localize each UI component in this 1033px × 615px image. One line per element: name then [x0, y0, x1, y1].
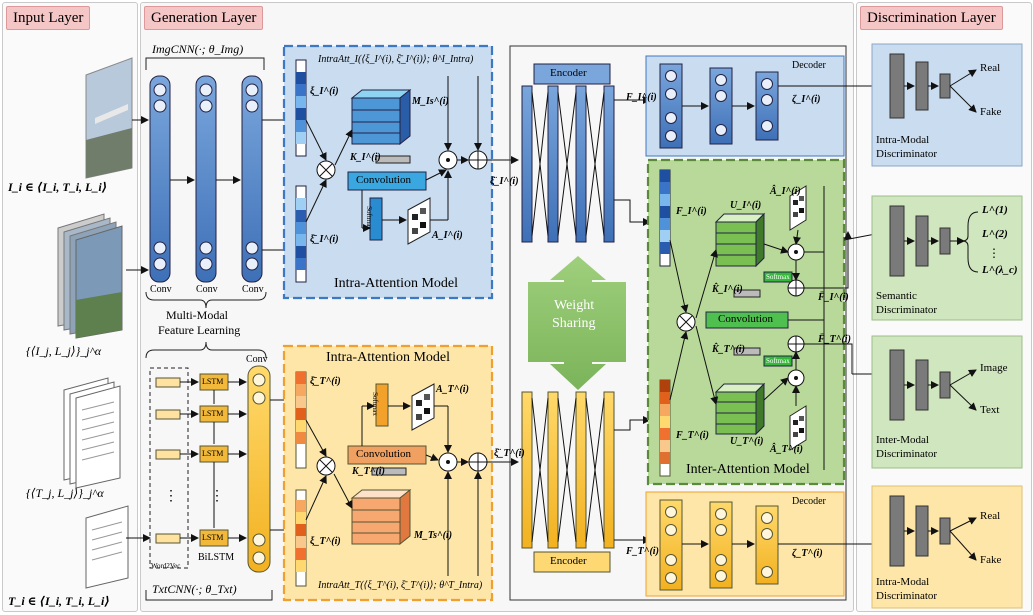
lstm-label-1: LSTM — [202, 377, 223, 386]
word2vec-vectors — [156, 378, 180, 543]
disc-text: Text — [980, 404, 999, 416]
ellipsis-2: ⋮ — [210, 488, 224, 505]
intra-img-out: ξ̈_I^(i) — [490, 176, 519, 187]
disc-intra-top-line2: Discriminator — [876, 148, 937, 160]
disc-inter-line2: Discriminator — [876, 448, 937, 460]
input-image-set — [58, 214, 122, 338]
disc-L-dots: ⋮ — [988, 246, 1000, 261]
intra-img-cube — [352, 90, 410, 144]
lstm-label-2: LSTM — [202, 409, 223, 418]
disc-intra-bottom-line2: Discriminator — [876, 590, 937, 602]
disc-real-top: Real — [980, 62, 1000, 74]
disc-L2: L^(2) — [982, 228, 1008, 240]
inter-softmax-bottom-text: Softmax — [766, 357, 790, 365]
intra-img-M: M_Is^(i) — [412, 96, 449, 107]
inter-A-I: Â_I^(i) — [770, 186, 801, 197]
inter-model-label: Inter-Attention Model — [686, 462, 810, 478]
intra-txt-softmax-text: Softmax — [371, 392, 379, 416]
inter-U-T: U_T^(i) — [730, 436, 763, 447]
word2vec-label: Word2Vec — [151, 562, 180, 570]
inter-cube-bottom — [716, 384, 764, 434]
inter-K-T: K̂_T^(i) — [712, 344, 745, 355]
encoder-top — [522, 64, 650, 242]
inter-F-I-out: F̈_I^(i) — [818, 292, 849, 303]
decoder-top-zeta: ζ_I^(i) — [792, 94, 820, 105]
inter-F-T-out: F̈_T^(i) — [818, 334, 851, 345]
disc-intra-bottom-line1: Intra-Modal — [876, 576, 929, 588]
img-cnn — [126, 58, 292, 282]
input-text-set — [64, 378, 120, 488]
decoder-bottom-zeta: ζ_T^(i) — [792, 548, 823, 559]
sharing-label: Sharing — [552, 316, 596, 332]
intra-txt-out: ξ̈_T^(i) — [494, 448, 525, 459]
disc-semantic-line2: Discriminator — [876, 304, 937, 316]
encoder-top-label: Encoder — [550, 67, 587, 79]
intra-txt-formula: IntraAtt_T(⟨ξ_T^(i), ξ̄_T^(i)⟩; θ^T_Intr… — [318, 580, 482, 591]
inter-U-I: U_I^(i) — [730, 200, 761, 211]
disc-fake-top: Fake — [980, 106, 1001, 118]
text-set-label: {⟨T_j, L_j⟩}_j^α — [26, 486, 104, 501]
encoder-bottom-label: Encoder — [550, 555, 587, 567]
inter-convolution-text: Convolution — [718, 313, 773, 325]
txt-cnn-label: TxtCNN(·; θ_Txt) — [152, 582, 237, 597]
input-image-airplane — [86, 58, 132, 178]
intra-img-A: A_I^(i) — [432, 230, 463, 241]
disc-real-bottom: Real — [980, 510, 1000, 522]
decoder-top-F: F_I^(i) — [626, 92, 657, 103]
decoder-bottom-label: Decoder — [792, 496, 826, 507]
intra-img-model-label: Intra-Attention Model — [334, 276, 458, 292]
inter-cube-top — [716, 214, 764, 266]
decoder-top-label: Decoder — [792, 60, 826, 71]
bilstm — [126, 374, 246, 546]
text-query-label: T_i ∈ ⟨I_i, T_i, L_i⟩ — [8, 594, 110, 609]
disc-inter-line1: Inter-Modal — [876, 434, 929, 446]
disc-semantic-line1: Semantic — [876, 290, 917, 302]
img-cnn-label: ImgCNN(·; θ_Img) — [152, 42, 243, 57]
inter-F-T: F_T^(i) — [676, 430, 709, 441]
intra-img-K: K_I^(i) — [350, 152, 381, 163]
inter-F-I: F_I^(i) — [676, 206, 707, 217]
multimodal-label: Multi-Modal — [166, 308, 228, 323]
disc-L1: L^(1) — [982, 204, 1008, 216]
intra-img-xibar: ξ̄_I^(i) — [310, 234, 339, 245]
conv-label-2: Conv — [196, 284, 218, 295]
lstm-label-3: LSTM — [202, 449, 223, 458]
feature-learning-label: Feature Learning — [158, 323, 240, 338]
lstm-label-4: LSTM — [202, 533, 223, 542]
bilstm-label: BiLSTM — [198, 552, 234, 563]
intra-img-softmax-text: Softmax — [365, 206, 373, 230]
intra-txt-xibar: ξ_T^(i) — [310, 536, 341, 547]
intra-txt-model-label: Intra-Attention Model — [326, 350, 450, 366]
txt-conv-label: Conv — [246, 354, 268, 365]
intra-img-xi: ξ_I^(i) — [310, 86, 339, 97]
disc-fake-bottom: Fake — [980, 554, 1001, 566]
intra-txt-convolution-text: Convolution — [356, 448, 411, 460]
image-set-label: {⟨I_j, L_j⟩}_j^α — [26, 344, 101, 359]
disc-L-last: L^(λ_c) — [982, 264, 1018, 276]
weight-label: Weight — [554, 298, 594, 314]
encoder-bottom — [522, 392, 650, 572]
disc-intra-top-line1: Intra-Modal — [876, 134, 929, 146]
intra-img-formula: IntraAtt_I(⟨ξ_I^(i), ξ̄_I^(i)⟩; θ^I_Intr… — [318, 54, 473, 65]
intra-txt-xi: ξ̄_T^(i) — [310, 376, 341, 387]
intra-img-k-bar — [376, 156, 410, 163]
inter-A-T: Â_T^(i) — [770, 444, 803, 455]
disc-image: Image — [980, 362, 1007, 374]
intra-img-convolution-text: Convolution — [356, 174, 411, 186]
input-text-query — [86, 506, 128, 588]
image-query-label: I_i ∈ ⟨I_i, T_i, L_i⟩ — [8, 180, 107, 195]
conv-label-1: Conv — [150, 284, 172, 295]
decoder-bottom-F: F_T^(i) — [626, 546, 659, 557]
conv-label-3: Conv — [242, 284, 264, 295]
intra-txt-K: K_T^(i) — [352, 466, 385, 477]
intra-txt-cube — [352, 490, 410, 544]
inter-K-I: K̂_I^(i) — [712, 284, 743, 295]
intra-txt-A: A_T^(i) — [436, 384, 469, 395]
ellipsis-1: ⋮ — [164, 488, 178, 505]
intra-txt-M: M_Ts^(i) — [414, 530, 452, 541]
inter-softmax-top-text: Softmax — [766, 273, 790, 281]
